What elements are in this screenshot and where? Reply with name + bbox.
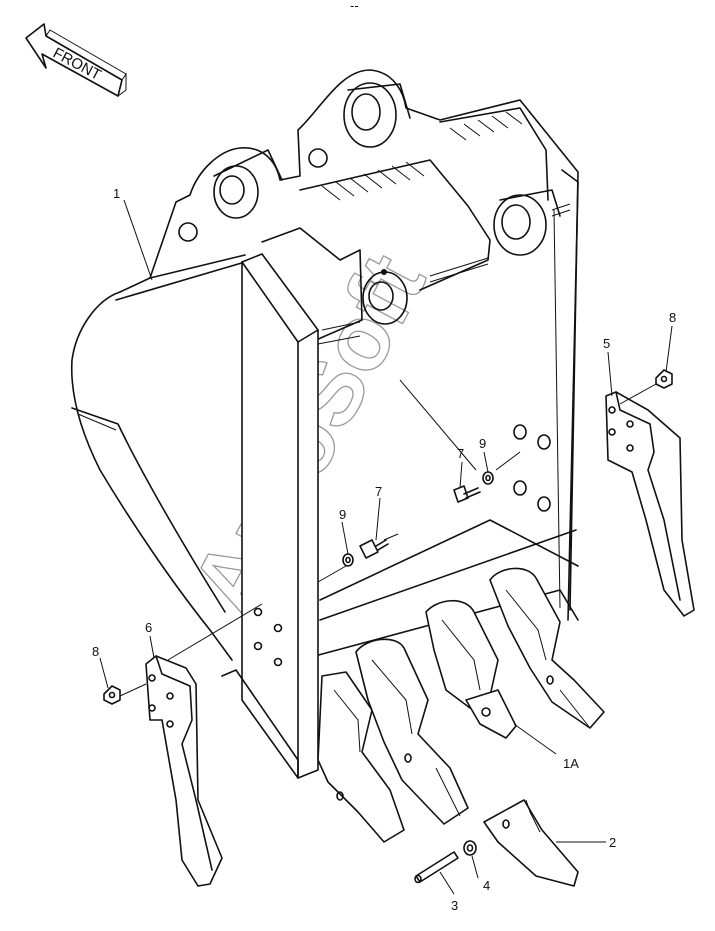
top-mark: --: [350, 0, 359, 13]
bolt-part-7-lower: [359, 539, 389, 559]
front-label: FRONT: [50, 45, 104, 84]
callout-7-upper: 7: [457, 446, 464, 461]
left-side-plate: [221, 253, 319, 779]
washer-part-9-upper: [482, 471, 494, 485]
washer-part-4: [463, 840, 477, 856]
side-cutter-part-5: [605, 391, 695, 617]
front-direction-arrow: FRONT: [25, 23, 127, 97]
callout-2: 2: [609, 835, 616, 850]
right-side-plate-holes: [513, 424, 551, 512]
loose-tooth-part-2: [483, 799, 579, 887]
bucket-body: [70, 69, 579, 661]
callout-9-upper: 9: [479, 436, 486, 451]
leader-lines: [99, 199, 673, 895]
nut-part-8-left: [103, 685, 121, 705]
callout-1A: 1A: [563, 756, 579, 771]
callout-labels: 1 5 8 6 8 7 9 7 9 1A 2 3 4: [92, 186, 676, 913]
callout-7-lower: 7: [375, 484, 382, 499]
callout-5: 5: [603, 336, 610, 351]
callout-3: 3: [451, 898, 458, 913]
callout-9-lower: 9: [339, 507, 346, 522]
callout-8-right: 8: [669, 310, 676, 325]
callout-1: 1: [113, 186, 120, 201]
tooth-pin-part-3: [414, 851, 459, 884]
callout-8-left: 8: [92, 644, 99, 659]
hatching: [321, 111, 523, 201]
callout-4: 4: [483, 878, 490, 893]
washer-part-9-lower: [342, 553, 354, 567]
bolt-part-7-upper: [453, 485, 481, 503]
callout-6: 6: [145, 620, 152, 635]
side-cutter-part-6: [145, 655, 223, 887]
nut-part-8-right: [655, 369, 673, 389]
bucket-teeth: [317, 567, 605, 843]
